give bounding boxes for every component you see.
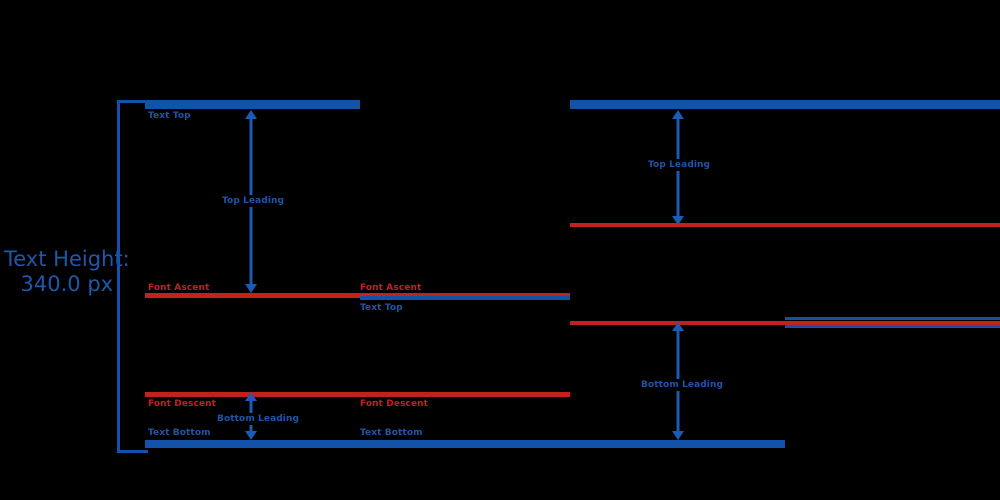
left-text-bottom-bar — [145, 440, 785, 448]
arrow-head-up-icon — [245, 110, 257, 119]
arrow-head-up-icon — [245, 392, 257, 401]
middle-text-top-line — [360, 296, 570, 300]
arrow-head-up-icon — [672, 322, 684, 331]
right-text-bottom-overlap-line — [785, 325, 1000, 328]
right-top-leading-label: Top Leading — [645, 159, 714, 171]
left-font-descent-line — [145, 392, 570, 397]
arrow-head-down-icon — [672, 216, 684, 225]
text-height-title: Text Height: 340.0 px — [4, 247, 130, 297]
left-font-ascent-label: Font Ascent — [148, 283, 210, 293]
left-text-top-label: Text Top — [148, 111, 191, 121]
right-text-top-bar — [570, 100, 1000, 109]
middle-text-top-label: Text Top — [360, 303, 403, 313]
text-height-bracket — [117, 100, 148, 453]
middle-text-bottom-label: Text Bottom — [360, 428, 423, 438]
text-height-title-line1: Text Height: — [4, 247, 130, 271]
right-text-top-overlap-line — [785, 317, 1000, 320]
text-height-title-line2: 340.0 px — [20, 272, 114, 296]
left-bottom-leading-label: Bottom Leading — [214, 413, 303, 425]
left-font-ascent-line — [145, 293, 570, 298]
arrow-head-down-icon — [672, 431, 684, 440]
left-text-bottom-label: Text Bottom — [148, 428, 211, 438]
arrow-head-up-icon — [672, 110, 684, 119]
middle-font-ascent-label: Font Ascent — [360, 283, 422, 293]
arrow-head-down-icon — [245, 284, 257, 293]
left-font-descent-label: Font Descent — [148, 399, 217, 409]
left-text-top-bar — [145, 100, 360, 109]
arrow-head-down-icon — [245, 431, 257, 440]
right-font-descent-line — [570, 321, 1000, 325]
right-bottom-leading-label: Bottom Leading — [638, 379, 727, 391]
middle-font-descent-label: Font Descent — [360, 399, 429, 409]
left-top-leading-label: Top Leading — [219, 195, 288, 207]
right-font-ascent-line — [570, 223, 1000, 227]
